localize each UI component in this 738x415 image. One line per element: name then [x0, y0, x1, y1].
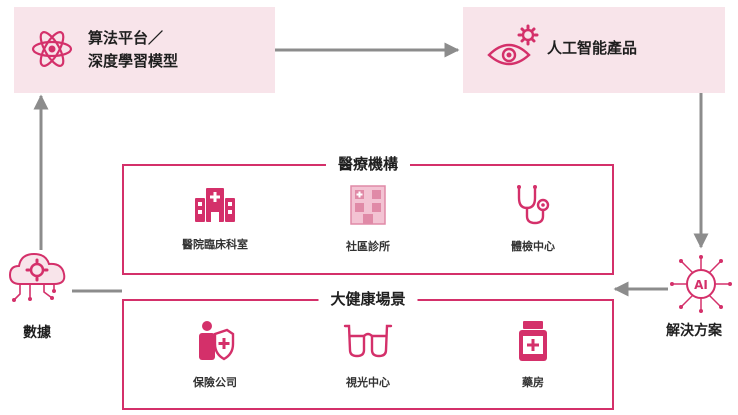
item-checkup-center: 體檢中心: [473, 184, 593, 254]
ai-products-box: 人工智能產品: [463, 7, 725, 93]
item-label: 社區診所: [346, 240, 390, 253]
item-insurance-company: 保險公司: [155, 320, 275, 390]
item-hospital-departments: 醫院臨床科室: [155, 184, 275, 252]
glasses-icon: [343, 324, 393, 358]
item-community-clinic: 社區診所: [308, 184, 428, 254]
clinic-building-icon: [350, 185, 386, 225]
solution-label: 解決方案: [666, 323, 722, 339]
item-pharmacy: 藥房: [473, 320, 593, 390]
stethoscope-icon: [517, 185, 550, 225]
cloud-gear-icon: [8, 252, 66, 302]
platform-label-line1: 算法平台／: [88, 29, 164, 47]
atom-icon: [31, 31, 73, 67]
platform-label-line2: 深度學習模型: [88, 52, 179, 70]
medicine-bottle-icon: [519, 321, 547, 361]
item-label: 醫院臨床科室: [182, 238, 248, 251]
data-label: 數據: [23, 325, 51, 341]
ai-chip-text: AI: [694, 278, 708, 292]
eye-gear-icon: [487, 24, 539, 66]
item-label: 體檢中心: [511, 240, 555, 253]
item-label: 保險公司: [193, 376, 237, 389]
medical-institutions-title: 醫療機構: [325, 154, 411, 174]
item-label: 藥房: [522, 376, 544, 389]
hospital-building-icon: [195, 188, 235, 222]
algorithm-platform-box: 算法平台／ 深度學習模型: [14, 7, 275, 93]
health-scenarios-title: 大健康場景: [318, 289, 418, 309]
ai-chip-icon: AI: [670, 255, 732, 313]
ai-products-label: 人工智能產品: [547, 39, 638, 57]
item-label: 視光中心: [346, 376, 390, 389]
person-shield-icon: [199, 321, 235, 361]
item-optometry-center: 視光中心: [308, 320, 428, 390]
